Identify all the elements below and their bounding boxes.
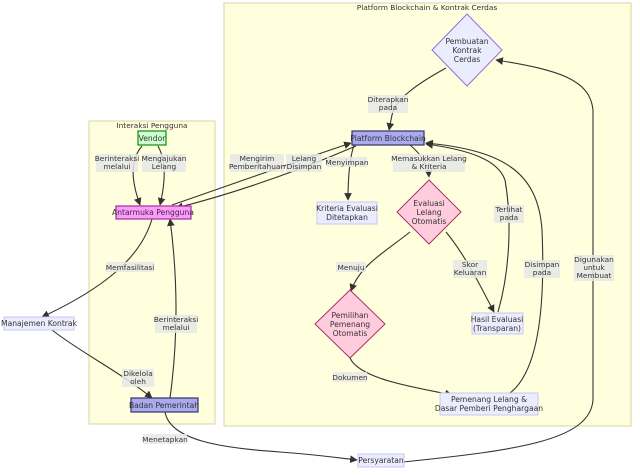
label-menetapkan: Menetapkan — [142, 434, 188, 444]
cluster-interaksi-title: Interaksi Pengguna — [116, 121, 187, 130]
svg-text:Dikelola: Dikelola — [123, 369, 152, 378]
svg-text:Memasukkan Lelang: Memasukkan Lelang — [391, 154, 467, 163]
svg-text:Hasil Evaluasi: Hasil Evaluasi — [471, 315, 524, 324]
label-terlihat: Terlihat pada — [494, 205, 524, 223]
label-mengajukan: Mengajukan Lelang — [142, 154, 187, 172]
svg-text:Mengirim: Mengirim — [240, 154, 275, 163]
edge-antarmuka-manajemen — [41, 218, 153, 318]
node-manajemen-kontrak[interactable]: Manajemen Kontrak — [1, 316, 78, 331]
label-dokumen: Dokumen — [332, 372, 368, 382]
node-kriteria-evaluasi[interactable]: Kriteria Evaluasi Ditetapkan — [316, 201, 378, 225]
svg-text:Diterapkan: Diterapkan — [368, 95, 409, 104]
node-persyaratan[interactable]: Persyaratan — [357, 453, 405, 468]
svg-text:Disimpan: Disimpan — [525, 260, 560, 269]
edge-platform-kriteria — [344, 144, 355, 201]
label-disimpan: Disimpan pada — [524, 260, 560, 278]
svg-text:Vendor: Vendor — [139, 134, 167, 143]
edge-badan-persyaratan — [164, 411, 358, 464]
cluster-platform-title: Platform Blockchain & Kontrak Cerdas — [357, 3, 498, 12]
label-digunakan: Digunakan untuk Membuat — [574, 255, 614, 281]
svg-text:melalui: melalui — [162, 323, 189, 332]
svg-text:& Kriteria: & Kriteria — [411, 162, 446, 171]
svg-text:Kriteria Evaluasi: Kriteria Evaluasi — [316, 204, 378, 213]
label-skor: Skor Keluaran — [453, 260, 487, 278]
label-memfasilitasi: Memfasilitasi — [106, 262, 155, 272]
edge-manajemen-badan — [51, 329, 153, 399]
node-pembuatan-kontrak-cerdas[interactable]: Pembuatan Kontrak Cerdas — [431, 13, 503, 87]
svg-text:Pemberitahuan: Pemberitahuan — [229, 162, 286, 171]
node-hasil-evaluasi[interactable]: Hasil Evaluasi (Transparan) — [471, 312, 524, 335]
edge-evaluasi-pemilihan — [349, 231, 411, 292]
svg-text:Cerdas: Cerdas — [454, 55, 480, 64]
label-berinteraksi-badan: Berinteraksi melalui — [154, 315, 199, 333]
label-memasukkan: Memasukkan Lelang & Kriteria — [391, 154, 467, 172]
svg-text:Antarmuka Pengguna: Antarmuka Pengguna — [112, 208, 194, 217]
edge-pemenang-platform — [425, 139, 544, 394]
svg-text:pada: pada — [533, 268, 551, 277]
svg-text:Evaluasi: Evaluasi — [413, 199, 445, 208]
label-lelang-disimpan: Lelang Disimpan — [286, 154, 322, 172]
svg-text:pada: pada — [500, 213, 518, 222]
svg-text:Terlihat: Terlihat — [494, 205, 522, 214]
label-menuju: Menuju — [336, 262, 366, 272]
svg-text:Lelang: Lelang — [292, 154, 317, 163]
svg-text:Menetapkan: Menetapkan — [142, 435, 188, 444]
svg-text:Mengajukan: Mengajukan — [142, 154, 187, 163]
edge-labels: Diterapkan pada Berinteraksi melalui Men… — [95, 95, 614, 444]
edge-pembuatan-platform — [386, 67, 447, 131]
node-pemilihan-pemenang-otomatis[interactable]: Pemilihan Pemenang Otomatis — [314, 289, 386, 359]
svg-text:Menyimpan: Menyimpan — [325, 158, 368, 167]
svg-text:Membuat: Membuat — [577, 271, 612, 280]
svg-text:Dasar Pemberi Penghargaan: Dasar Pemberi Penghargaan — [435, 404, 543, 413]
node-pemenang-lelang[interactable]: Pemenang Lelang & Dasar Pemberi Pengharg… — [435, 392, 543, 416]
svg-text:Berinteraksi: Berinteraksi — [154, 315, 199, 324]
svg-text:Skor: Skor — [462, 260, 479, 269]
svg-text:oleh: oleh — [130, 377, 146, 386]
svg-text:pada: pada — [379, 103, 397, 112]
label-mengirim: Mengirim Pemberitahuan — [229, 154, 286, 172]
svg-text:Kontrak: Kontrak — [452, 46, 482, 55]
svg-text:Lelang: Lelang — [416, 208, 441, 217]
node-platform-blockchain[interactable]: Platform Blockchain — [350, 130, 426, 146]
svg-text:Digunakan: Digunakan — [574, 255, 614, 264]
svg-text:untuk: untuk — [583, 263, 605, 272]
svg-text:melalui: melalui — [103, 162, 130, 171]
node-evaluasi-lelang-otomatis[interactable]: Evaluasi Lelang Otomatis — [396, 179, 462, 245]
svg-text:Otomatis: Otomatis — [333, 329, 368, 338]
edge-persyaratan-pembuatan — [402, 57, 594, 463]
svg-text:Disimpan: Disimpan — [287, 162, 322, 171]
edge-platform-antarmuka — [175, 145, 357, 211]
svg-text:Platform Blockchain: Platform Blockchain — [350, 134, 426, 143]
svg-text:Keluaran: Keluaran — [454, 268, 487, 277]
edge-antarmuka-platform — [171, 141, 352, 206]
svg-text:Memfasilitasi: Memfasilitasi — [106, 263, 155, 272]
edge-badan-antarmuka — [167, 218, 177, 399]
label-diterapkan: Diterapkan pada — [368, 95, 409, 113]
svg-text:Manajemen Kontrak: Manajemen Kontrak — [1, 319, 78, 328]
svg-text:Berinteraksi: Berinteraksi — [95, 154, 140, 163]
svg-text:Ditetapkan: Ditetapkan — [326, 213, 368, 222]
svg-text:Pemenang: Pemenang — [330, 320, 370, 329]
svg-text:Otomatis: Otomatis — [412, 217, 447, 226]
edge-hasil-platform — [425, 141, 510, 313]
node-badan-pemerintah[interactable]: Badan Pemerintah — [129, 397, 199, 413]
svg-text:Pembuatan: Pembuatan — [445, 37, 488, 46]
node-vendor[interactable]: Vendor — [137, 130, 167, 146]
svg-text:Badan Pemerintah: Badan Pemerintah — [129, 401, 199, 410]
label-berinteraksi-vendor: Berinteraksi melalui — [95, 154, 140, 172]
svg-text:(Transparan): (Transparan) — [473, 324, 521, 333]
edges — [41, 57, 594, 464]
svg-text:Menuju: Menuju — [337, 263, 364, 272]
label-menyimpan: Menyimpan — [325, 157, 369, 167]
label-dikelola: Dikelola oleh — [122, 369, 154, 387]
svg-text:Pemenang Lelang &: Pemenang Lelang & — [451, 395, 527, 404]
svg-text:Pemilihan: Pemilihan — [332, 311, 369, 320]
node-antarmuka-pengguna[interactable]: Antarmuka Pengguna — [112, 205, 194, 220]
svg-text:Lelang: Lelang — [152, 162, 177, 171]
svg-text:Dokumen: Dokumen — [332, 373, 368, 382]
svg-text:Persyaratan: Persyaratan — [358, 456, 404, 465]
